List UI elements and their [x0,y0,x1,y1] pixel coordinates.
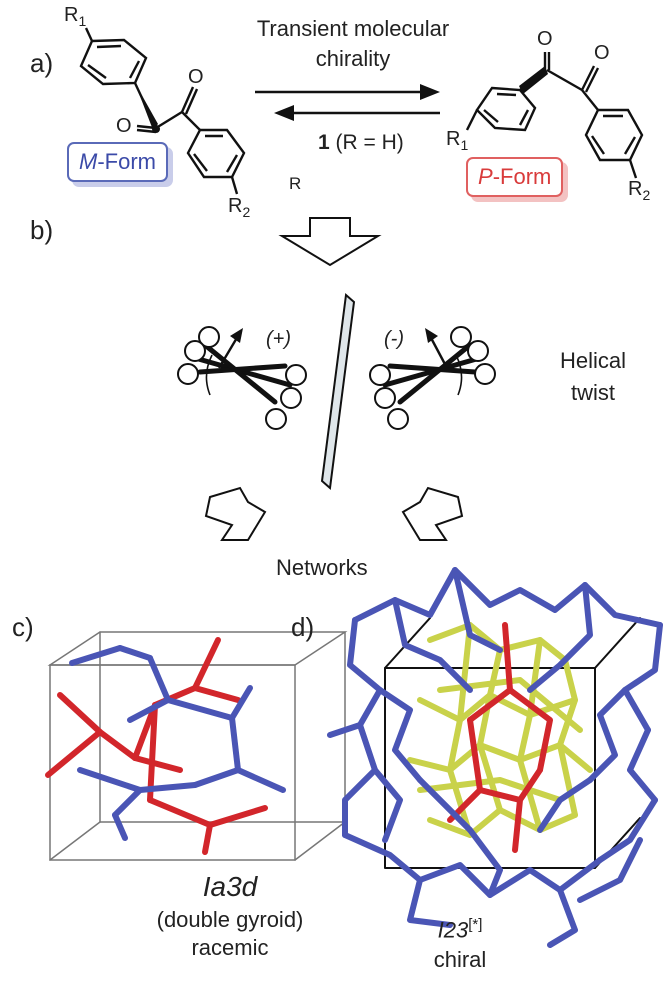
oxygen-right-2: O [594,42,610,64]
caption-racemic: Ia3d (double gyroid) racemic [120,868,340,962]
networks-label: Networks [276,555,368,580]
space-group-i23: I23[*] [437,916,483,943]
stray-r-label: R [289,174,302,193]
panel-label-b: b) [30,215,54,245]
r2-right-label: R2 [628,178,651,203]
caption-chiral: I23[*] chiral [380,910,540,975]
twist-minus-label: (-) [384,328,404,350]
space-group-ia3d: Ia3d [202,871,258,902]
racemic-text: racemic [191,935,269,960]
oxygen-left-2: O [188,66,204,88]
m-form-stereo-dot [152,125,160,133]
panel-label-a: a) [30,48,54,78]
p-form-badge: P-Form [466,157,564,197]
caption-line1: Transient molecular [256,16,450,41]
chiral-text: chiral [433,947,487,973]
helix-minus [369,326,496,430]
twist-plus-label: (+) [266,328,291,350]
panel-label-c: c) [12,612,34,642]
r1-left-label: R1 [64,4,87,29]
helical-twist-label: Helical twist [538,345,648,409]
double-gyroid-network [45,631,348,861]
equilibrium-caption: Transient molecular chirality [218,14,488,74]
oxygen-right-1: O [537,28,553,50]
oxygen-left-1: O [116,115,132,137]
caption-line2: chirality [315,46,391,71]
m-form-wedge-bond [135,83,158,130]
panel-label-d: d) [291,612,315,642]
arrow-to-racemic [204,486,267,541]
compound-label: 1 (R = H) [318,131,404,154]
arrow-to-chiral [401,486,464,541]
helix-plus [177,326,307,430]
double-gyroid-text: (double gyroid) [156,907,304,932]
down-arrow [278,217,382,267]
chiral-network [327,567,663,948]
p-form-wedge-bond [519,66,548,94]
r1-right-label: R1 [446,128,469,153]
equilibrium-arrows [255,84,440,121]
m-form-badge: M-Form [67,142,168,182]
mirror-plane [320,293,356,490]
r2-left-label: R2 [228,195,251,220]
helical-line2: twist [571,380,615,405]
helical-line1: Helical [559,348,627,373]
